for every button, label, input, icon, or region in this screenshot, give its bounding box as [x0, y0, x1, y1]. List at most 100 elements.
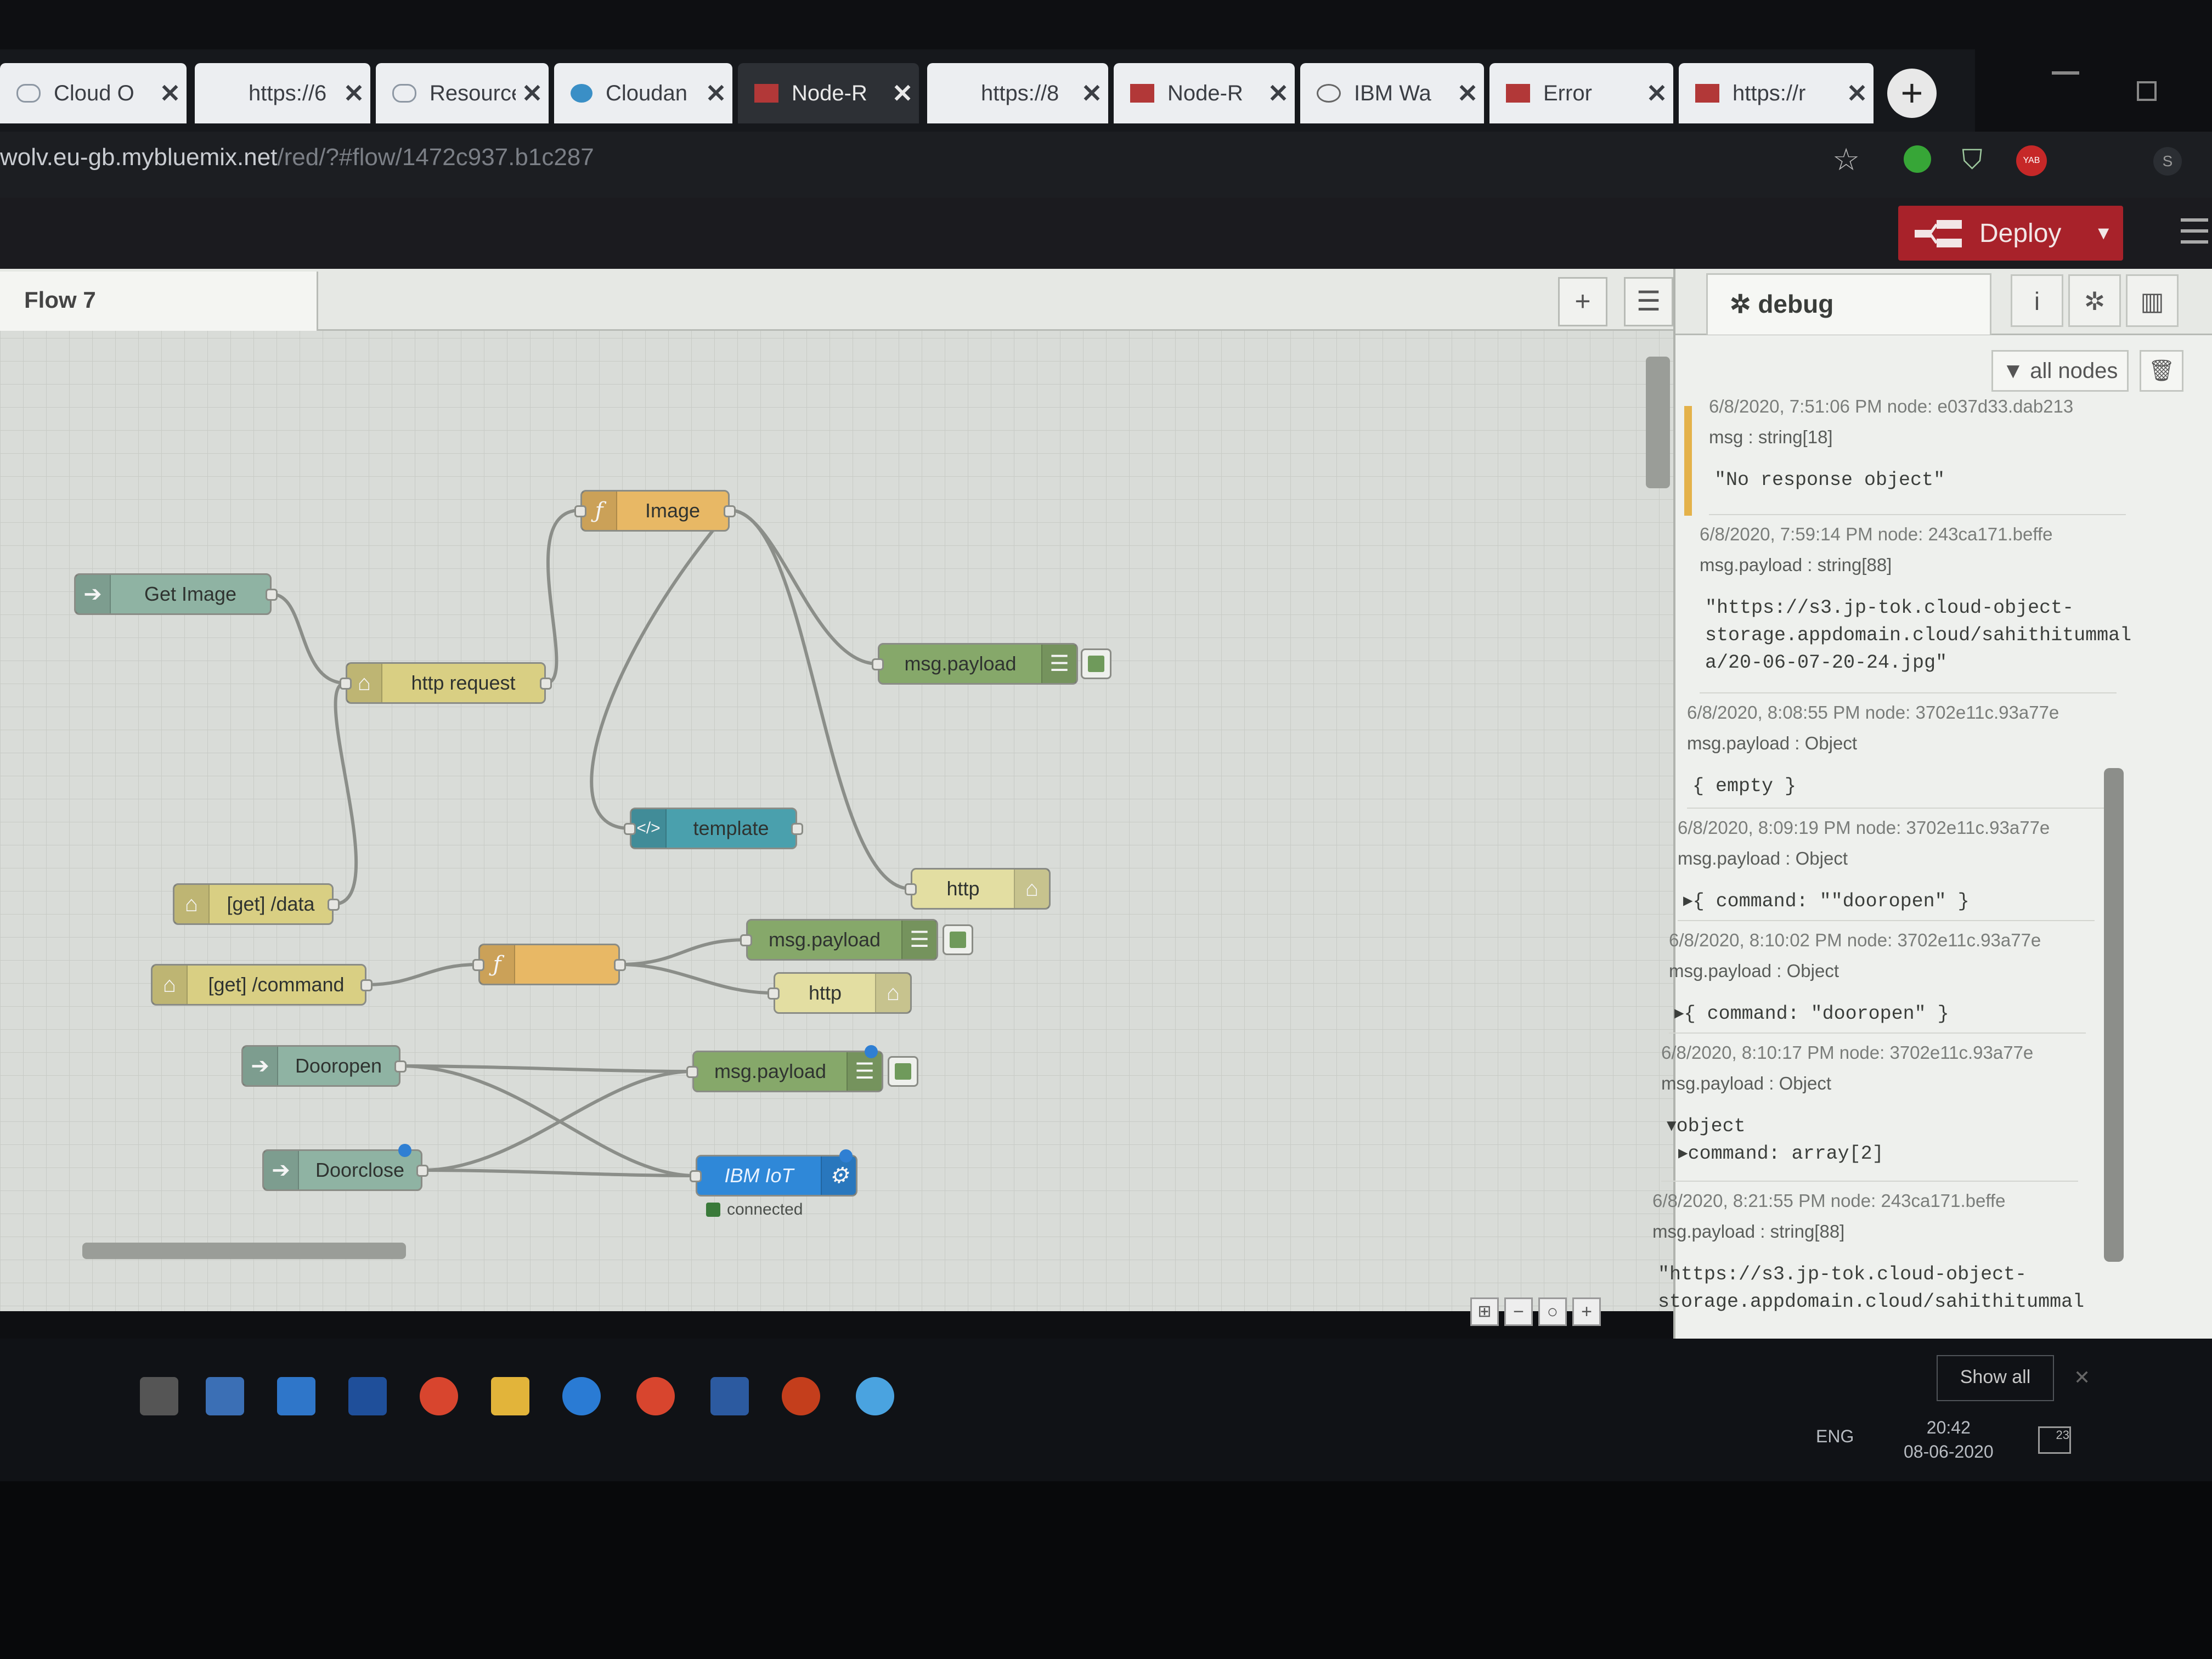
- show-all-button[interactable]: Show all: [1937, 1355, 2054, 1401]
- http-in-node-get-data[interactable]: ⌂ [get] /data: [173, 883, 334, 925]
- workspace-vertical-scrollbar[interactable]: [1646, 357, 1670, 488]
- debug-toggle-button[interactable]: [888, 1056, 918, 1087]
- chrome-icon[interactable]: [420, 1377, 458, 1415]
- deploy-button[interactable]: Deploy ▼: [1898, 206, 2123, 261]
- http-response-node-2[interactable]: http ⌂: [774, 972, 912, 1014]
- url-text[interactable]: wolv.eu-gb.mybluemix.net/red/?#flow/1472…: [0, 144, 594, 171]
- inject-node-get-image[interactable]: ➔ Get Image: [74, 573, 272, 615]
- workspace-horizontal-scrollbar[interactable]: [82, 1243, 406, 1259]
- chevron-down-icon[interactable]: ▼: [2094, 222, 2113, 244]
- http-in-node-get-command[interactable]: ⌂ [get] /command: [151, 964, 366, 1006]
- browser-tab[interactable]: Cloud O✕: [0, 63, 187, 123]
- close-tab-icon[interactable]: ✕: [1457, 79, 1479, 108]
- shield-icon[interactable]: ⛉: [1962, 144, 1983, 175]
- input-port[interactable]: [686, 1066, 698, 1078]
- zoom-in-button[interactable]: +: [1572, 1297, 1601, 1326]
- debug-message-body[interactable]: "No response object": [1714, 469, 1945, 491]
- star-icon[interactable]: ☆: [1832, 142, 1860, 177]
- input-port[interactable]: [740, 934, 752, 946]
- photo-app-icon[interactable]: [856, 1377, 894, 1415]
- output-port[interactable]: [614, 959, 626, 971]
- input-port[interactable]: [574, 505, 586, 517]
- close-icon[interactable]: ✕: [2074, 1366, 2091, 1389]
- zoom-out-button[interactable]: −: [1504, 1297, 1533, 1326]
- language-indicator[interactable]: ENG: [1816, 1426, 1854, 1446]
- function-node-command[interactable]: ƒ: [478, 944, 620, 985]
- extension-badge-icon[interactable]: YAB: [2016, 145, 2047, 176]
- flow-list-button[interactable]: ☰: [1624, 277, 1673, 326]
- inject-node-dooropen[interactable]: ➔ Dooropen: [241, 1045, 400, 1087]
- edge-icon[interactable]: [562, 1377, 601, 1415]
- debug-message-body[interactable]: ▸{ command: ""dooropen" }: [1683, 890, 1970, 912]
- info-icon[interactable]: i: [2011, 274, 2063, 327]
- close-tab-icon[interactable]: ✕: [705, 79, 727, 108]
- close-tab-icon[interactable]: ✕: [1081, 79, 1103, 108]
- store-icon[interactable]: [140, 1377, 178, 1415]
- browser-tab[interactable]: IBM Wa✕: [1300, 63, 1484, 123]
- input-port[interactable]: [768, 988, 780, 1000]
- input-port[interactable]: [472, 959, 484, 971]
- http-response-node-1[interactable]: http ⌂: [911, 868, 1051, 910]
- app-icon[interactable]: [348, 1377, 387, 1415]
- notification-center-icon[interactable]: 23: [2038, 1426, 2071, 1454]
- dropbox-icon[interactable]: [206, 1377, 244, 1415]
- clear-debug-trash-icon[interactable]: 🗑: [2140, 350, 2183, 392]
- output-port[interactable]: [540, 678, 552, 690]
- browser-tab[interactable]: https://r✕: [1679, 63, 1874, 123]
- debug-scrollbar[interactable]: [2104, 768, 2124, 1262]
- debug-message-body[interactable]: ▾object ▸command: array[2]: [1667, 1115, 1884, 1165]
- tab-debug[interactable]: ✲ debug: [1706, 273, 1991, 335]
- browser-tab[interactable]: https://8✕: [927, 63, 1108, 123]
- output-port[interactable]: [724, 505, 736, 517]
- close-tab-icon[interactable]: ✕: [343, 79, 365, 108]
- debug-node-msg-payload-3[interactable]: msg.payload ☰: [692, 1051, 883, 1092]
- chrome-icon-2[interactable]: [636, 1377, 675, 1415]
- debug-message-body[interactable]: "https://s3.jp-tok.cloud-object- storage…: [1705, 597, 2132, 674]
- extension-thumb-icon[interactable]: [1904, 145, 1931, 173]
- add-flow-button[interactable]: +: [1558, 277, 1607, 326]
- input-port[interactable]: [872, 658, 884, 670]
- navigator-icon[interactable]: ⊞: [1470, 1297, 1499, 1326]
- output-port[interactable]: [328, 899, 340, 911]
- close-tab-icon[interactable]: ✕: [521, 79, 543, 108]
- output-port[interactable]: [416, 1165, 428, 1177]
- window-app-icon[interactable]: [710, 1377, 749, 1415]
- bug-icon[interactable]: ✲: [2068, 274, 2121, 327]
- close-tab-icon[interactable]: ✕: [1267, 79, 1289, 108]
- input-port[interactable]: [690, 1170, 702, 1182]
- input-port[interactable]: [624, 823, 636, 835]
- output-port[interactable]: [266, 589, 278, 601]
- new-tab-button[interactable]: +: [1887, 69, 1937, 118]
- restore-button[interactable]: [2137, 81, 2157, 101]
- mail-icon[interactable]: [277, 1377, 315, 1415]
- debug-message-body[interactable]: ▸{ command: "dooropen" }: [1674, 1003, 1949, 1025]
- browser-tab[interactable]: Node-R✕: [738, 63, 919, 123]
- browser-tab[interactable]: Cloudan✕: [554, 63, 732, 123]
- output-port[interactable]: [791, 823, 803, 835]
- output-port[interactable]: [394, 1060, 407, 1073]
- zoom-reset-button[interactable]: ○: [1538, 1297, 1567, 1326]
- browser-tab[interactable]: Node-R✕: [1114, 63, 1295, 123]
- ibm-iot-node[interactable]: IBM IoT ⚙: [696, 1155, 857, 1197]
- close-tab-icon[interactable]: ✕: [891, 79, 913, 108]
- close-tab-icon[interactable]: ✕: [1646, 79, 1668, 108]
- file-explorer-icon[interactable]: [491, 1377, 529, 1415]
- minimize-button[interactable]: [2052, 71, 2079, 75]
- profile-avatar[interactable]: S: [2153, 147, 2182, 176]
- template-node[interactable]: </> template: [630, 808, 797, 849]
- address-bar[interactable]: [0, 132, 2212, 198]
- function-node-image[interactable]: ƒ Image: [580, 490, 730, 532]
- powerpoint-icon[interactable]: [782, 1377, 820, 1415]
- http-request-node[interactable]: ⌂ http request: [346, 662, 546, 704]
- debug-message-body[interactable]: { empty }: [1692, 775, 1797, 797]
- output-port[interactable]: [360, 979, 373, 991]
- flow-workspace[interactable]: [0, 269, 1673, 1311]
- hamburger-menu-icon[interactable]: [2181, 218, 2208, 249]
- input-port[interactable]: [340, 678, 352, 690]
- input-port[interactable]: [905, 883, 917, 895]
- system-clock[interactable]: 20:42 08-06-2020: [1904, 1415, 1994, 1464]
- close-tab-icon[interactable]: ✕: [1846, 79, 1868, 108]
- tab-flow-7[interactable]: Flow 7: [0, 272, 318, 331]
- browser-tab[interactable]: https://6✕: [195, 63, 370, 123]
- close-tab-icon[interactable]: ✕: [159, 79, 181, 108]
